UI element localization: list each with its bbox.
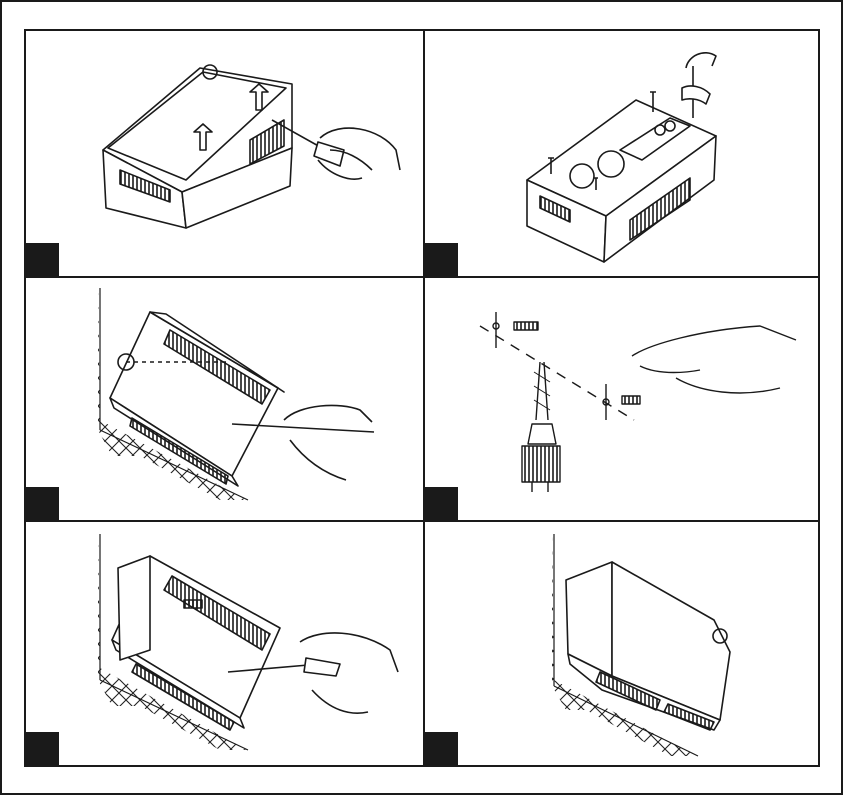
step-1-badge — [25, 243, 59, 277]
step-5-illustration — [98, 532, 398, 750]
step-2-badge — [424, 243, 458, 277]
step-1-illustration — [103, 65, 400, 228]
step-4-illustration — [480, 312, 796, 492]
step-5-badge — [25, 732, 59, 766]
step-4-badge — [424, 487, 458, 521]
step-6-illustration — [552, 532, 730, 756]
step-6-badge — [424, 732, 458, 766]
step-3-badge — [25, 487, 59, 521]
step-2-illustration — [527, 53, 716, 262]
step-3-illustration — [98, 286, 374, 500]
